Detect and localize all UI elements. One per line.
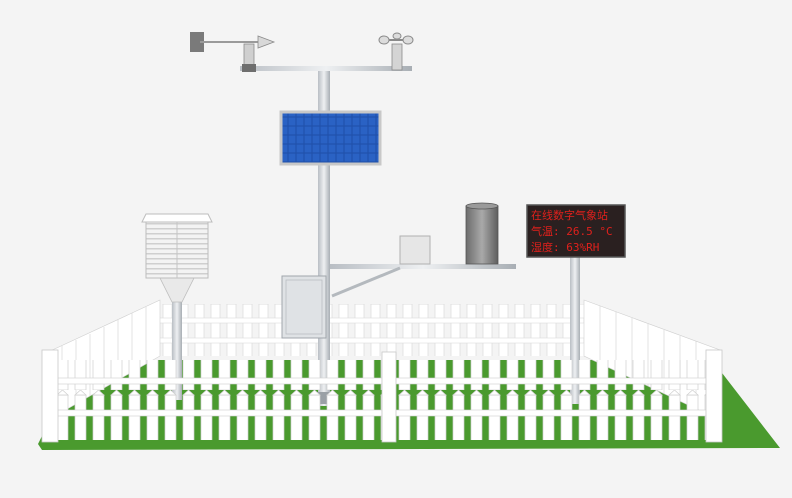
fence-back: [157, 304, 585, 356]
anemometer-icon: [378, 32, 414, 71]
led-display-board: 在线数字气象站 气温: 26.5 °C 湿度: 63%RH: [526, 204, 626, 258]
radiation-shield-icon: [141, 213, 213, 400]
display-line-2: 气温: 26.5 °C: [531, 224, 613, 238]
fence-front: [41, 349, 723, 443]
control-box: [281, 275, 327, 339]
display-line-3: 湿度: 63%RH: [531, 240, 599, 254]
solar-panel-icon: [279, 110, 382, 166]
sensor-arm: [330, 235, 516, 298]
display-line-1: 在线数字气象站: [531, 208, 608, 222]
rain-gauge-icon: [465, 202, 499, 265]
wind-vane-icon: [190, 32, 276, 72]
display-pole: [570, 254, 580, 404]
